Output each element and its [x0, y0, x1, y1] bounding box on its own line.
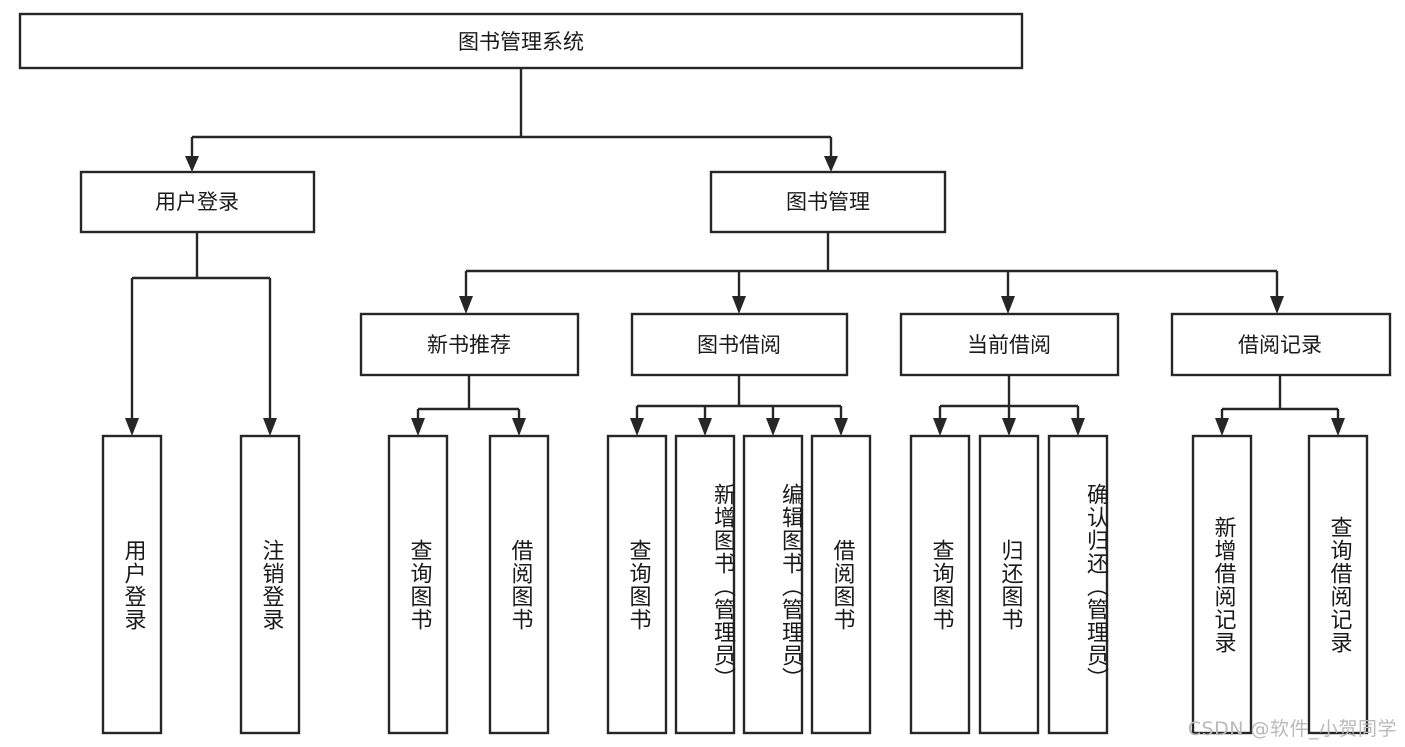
node-user-login-label: 用户登录 — [155, 190, 239, 214]
node-user-login-box[interactable] — [79, 170, 316, 234]
leaf-box-add-record[interactable] — [1191, 434, 1253, 735]
node-borrow-record-label: 借阅记录 — [1238, 333, 1322, 357]
leaf-box-group — [101, 434, 1369, 735]
arrow-new-book-recommend — [459, 296, 473, 314]
leaf-box-add-book[interactable] — [674, 434, 736, 735]
node-current-borrow-box[interactable] — [899, 312, 1120, 377]
arrow-user-login — [185, 156, 199, 172]
node-root-box[interactable] — [18, 12, 1024, 70]
leaf-box-return-book[interactable] — [978, 434, 1040, 735]
arrow-leaf-add-book — [698, 418, 712, 436]
node-current-borrow-label: 当前借阅 — [967, 333, 1051, 357]
leaf-box-query-book-3[interactable] — [909, 434, 971, 735]
leaf-box-user-login[interactable] — [101, 434, 163, 735]
leaf-box-borrow-book-1[interactable] — [488, 434, 550, 735]
node-book-manage[interactable]: 图书管理 — [709, 170, 947, 234]
csdn-watermark: CSDN @软件_小贺同学 — [1187, 718, 1397, 740]
leaf-box-borrow-book-2[interactable] — [810, 434, 872, 735]
node-borrow-record[interactable]: 借阅记录 — [1170, 312, 1392, 377]
arrow-leaf-borrow-book-2 — [834, 418, 848, 436]
node-book-borrow-box[interactable] — [630, 312, 849, 377]
node-current-borrow[interactable]: 当前借阅 — [899, 312, 1120, 377]
node-book-borrow-label: 图书借阅 — [697, 333, 781, 357]
node-root-label: 图书管理系统 — [458, 30, 584, 54]
arrow-book-borrow — [732, 296, 746, 314]
edge-group — [125, 68, 1345, 436]
arrow-leaf-user-login — [125, 418, 139, 436]
node-book-manage-box[interactable] — [709, 170, 947, 234]
arrow-leaf-query-record — [1331, 418, 1345, 436]
leaf-box-query-book-1[interactable] — [387, 434, 449, 735]
leaf-box-user-logout[interactable] — [239, 434, 301, 735]
arrow-current-borrow — [1001, 296, 1015, 314]
leaf-box-confirm-return[interactable] — [1047, 434, 1109, 735]
arrow-leaf-borrow-book-1 — [512, 418, 526, 436]
arrow-borrow-record — [1270, 296, 1284, 314]
node-borrow-record-box[interactable] — [1170, 312, 1392, 377]
node-book-manage-label: 图书管理 — [786, 190, 870, 214]
arrow-leaf-user-logout — [263, 418, 277, 436]
node-new-book-recommend-label: 新书推荐 — [427, 333, 511, 357]
node-user-login[interactable]: 用户登录 — [79, 170, 316, 234]
arrow-leaf-edit-book — [766, 418, 780, 436]
node-new-book-recommend-box[interactable] — [359, 312, 580, 377]
leaf-box-edit-book[interactable] — [742, 434, 804, 735]
arrow-leaf-query-book-2 — [630, 418, 644, 436]
leaf-box-query-record[interactable] — [1307, 434, 1369, 735]
node-root[interactable]: 图书管理系统 — [18, 12, 1024, 70]
arrow-leaf-add-record — [1215, 418, 1229, 436]
node-book-borrow[interactable]: 图书借阅 — [630, 312, 849, 377]
arrow-leaf-query-book-1 — [411, 418, 425, 436]
arrow-leaf-query-book-3 — [933, 418, 947, 436]
leaf-box-query-book-2[interactable] — [606, 434, 668, 735]
arrow-leaf-return-book — [1002, 418, 1016, 436]
node-new-book-recommend[interactable]: 新书推荐 — [359, 312, 580, 377]
arrow-book-manage — [824, 156, 838, 172]
arrow-leaf-confirm-return — [1071, 418, 1085, 436]
